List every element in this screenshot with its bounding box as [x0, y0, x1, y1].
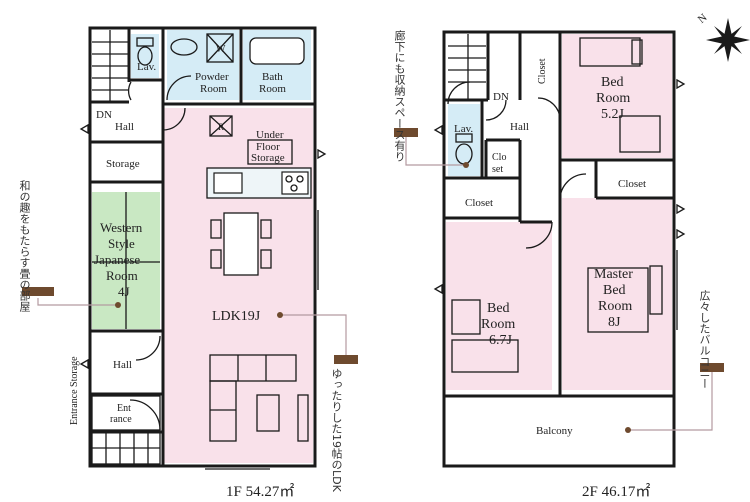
lav-2f-label: Lav. — [454, 123, 473, 135]
closet-top-label: Closet — [537, 58, 548, 84]
floor1-plan — [79, 26, 327, 470]
wash-basin — [170, 38, 198, 56]
bed-room-6-7-floor — [446, 222, 552, 390]
dining-table — [223, 212, 259, 276]
note-hall-storage: 廊下にも収納スペース有り — [393, 30, 406, 162]
japanese-room-label-2: Style — [108, 236, 135, 251]
closet-small-label-2: set — [492, 164, 503, 175]
master-bed — [587, 267, 649, 333]
kitchen-sink — [213, 172, 243, 194]
bed-5-2-label-3: 5.2J — [601, 107, 625, 122]
note-ldk: ゆったりした19帖のLDK — [330, 368, 343, 492]
master-bed-floor — [562, 198, 672, 390]
note-box-japanese — [22, 287, 54, 296]
bed-5-2 — [579, 37, 641, 67]
tatami-lines — [92, 192, 160, 329]
staircase-2f — [448, 34, 486, 100]
japanese-room-label-4: Room — [106, 268, 138, 283]
japanese-room-label-1: Western — [100, 220, 143, 235]
note-box-balcony — [700, 363, 724, 372]
labels-2f: Closet DN Lav. Hall Clo set Bed Room 5.2… — [454, 58, 646, 437]
floor1-area: 1F 54.27㎡ — [226, 484, 295, 500]
staircase-1f — [92, 30, 128, 102]
sofa — [209, 354, 309, 442]
lavatory-floor — [131, 34, 159, 78]
floor2-area: 2F 46.17㎡ — [582, 484, 651, 500]
bed-5-2-label-1: Bed — [601, 75, 624, 90]
leader-lines — [37, 137, 713, 431]
japanese-room-label-3: Japanese — [94, 252, 140, 267]
washer-box — [206, 33, 234, 63]
note-balcony: 広々したバルコニー — [698, 290, 711, 389]
bath-room-label-1: Bath — [262, 71, 283, 83]
closet-right-label: Closet — [618, 178, 646, 190]
master-label-2: Bed — [603, 283, 626, 298]
master-label-3: Room — [598, 299, 632, 314]
bed-5-2-label-2: Room — [596, 91, 630, 106]
door-arcs-1f — [127, 75, 192, 431]
compass-icon — [706, 18, 750, 62]
closet-small-label-1: Clo — [492, 152, 506, 163]
r-label: R — [218, 122, 224, 132]
powder-room-label-2: Room — [200, 83, 227, 95]
bed-6-7-label-2: Room — [481, 317, 515, 332]
entrance-label-2: rance — [110, 414, 132, 425]
storage-label: Storage — [106, 158, 140, 170]
note-box-hall-storage — [394, 128, 418, 137]
entrance-label-1: Ent — [117, 403, 131, 414]
hall-label: Hall — [113, 359, 132, 371]
japanese-room-label-5: 4J — [118, 284, 130, 299]
lav-label: Lav. — [137, 61, 156, 73]
bed-6-7-label-1: Bed — [487, 301, 510, 316]
balcony-label: Balcony — [536, 425, 573, 437]
under-floor-label-1: Under — [256, 129, 284, 141]
walls-2f — [442, 30, 676, 468]
hall-2f-label: Hall — [510, 121, 529, 133]
note-japanese-room: 和の趣をもたらす畳の部屋 — [18, 180, 31, 312]
bathtub — [249, 37, 305, 65]
hall-top-label: Hall — [115, 121, 134, 133]
entrance-storage-label: Entrance Storage — [69, 356, 80, 425]
dining-chairs — [210, 219, 272, 269]
floor2-plan — [433, 30, 686, 468]
w-label: W — [216, 44, 226, 55]
under-floor-hatch — [247, 139, 293, 165]
ldk-label: LDK19J — [212, 309, 261, 324]
ldk-floor — [163, 108, 313, 463]
under-floor-label-2: Floor — [256, 141, 280, 153]
dn-label: DN — [96, 109, 112, 121]
kitchen-stove — [281, 171, 309, 195]
powder-room-floor — [167, 30, 239, 100]
closet-left-label: Closet — [465, 197, 493, 209]
windows-1f — [79, 123, 327, 470]
master-label-1: Master — [594, 267, 633, 282]
toilet-1f — [136, 37, 154, 47]
balcony-floor — [446, 398, 672, 464]
dn-2f-label: DN — [493, 91, 509, 103]
r-hatch — [209, 115, 233, 137]
master-label-4: 8J — [608, 315, 621, 330]
under-floor-label-3: Storage — [251, 152, 285, 164]
note-box-ldk — [334, 355, 358, 364]
windows-2f — [433, 78, 686, 330]
compass-label: N — [696, 12, 710, 26]
bath-room-label-2: Room — [259, 83, 286, 95]
bed-6-7 — [451, 339, 519, 373]
labels-1f: Lav. W Powder Room Bath Room DN Hall R U… — [69, 44, 286, 425]
powder-room-label-1: Powder — [195, 71, 229, 83]
bed-6-7-label-3: 6.7J — [489, 333, 513, 348]
